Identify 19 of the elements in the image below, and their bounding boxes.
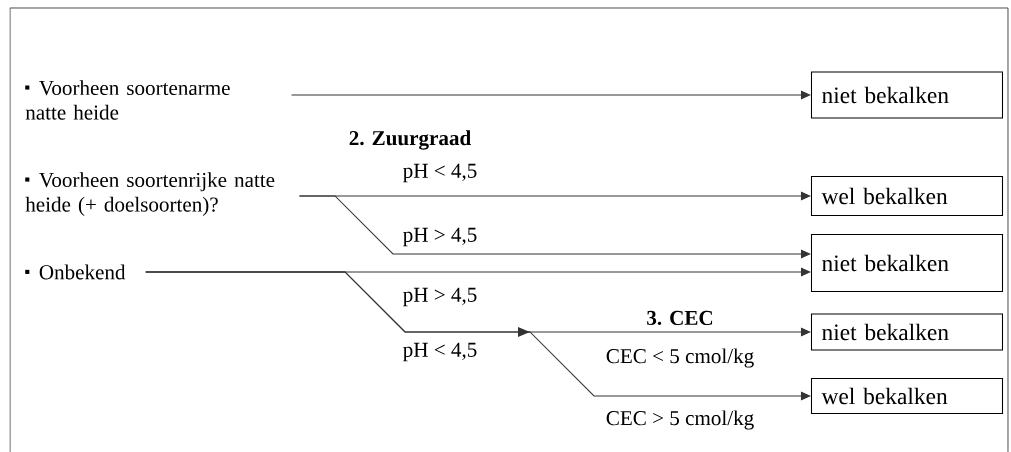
edge-label: pH > 4,5	[401, 286, 479, 308]
arrow	[298, 195, 811, 259]
bullet-text: Voorheen soortenrijke natte heide (+ doelsoorten)?	[25, 172, 275, 216]
edge-label: CEC < 5 cmol/kg	[604, 347, 756, 369]
outcome-box: wel bekalken	[810, 175, 1004, 217]
section-heading: 3. CEC	[647, 310, 713, 326]
outcome-box: niet bekalken	[810, 233, 1004, 293]
outcome-box: wel bekalken	[810, 377, 1004, 414]
outcome-box: niet bekalken	[810, 71, 1004, 119]
arrow	[145, 271, 811, 401]
edge-label: pH < 4,5	[401, 162, 479, 184]
bullet-text: Voorheen soortenarme natte heide	[25, 80, 230, 120]
arrow	[290, 90, 811, 100]
outcome-box: niet bekalken	[810, 313, 1004, 351]
condition-label: pH < 4,5	[403, 342, 477, 362]
bullet-text: Onbekend	[25, 264, 126, 280]
edge-label: CEC > 5 cmol/kg	[604, 409, 756, 431]
edge-label: pH > 4,5	[401, 226, 479, 248]
section-heading: 2. Zuurgraad	[349, 130, 471, 150]
